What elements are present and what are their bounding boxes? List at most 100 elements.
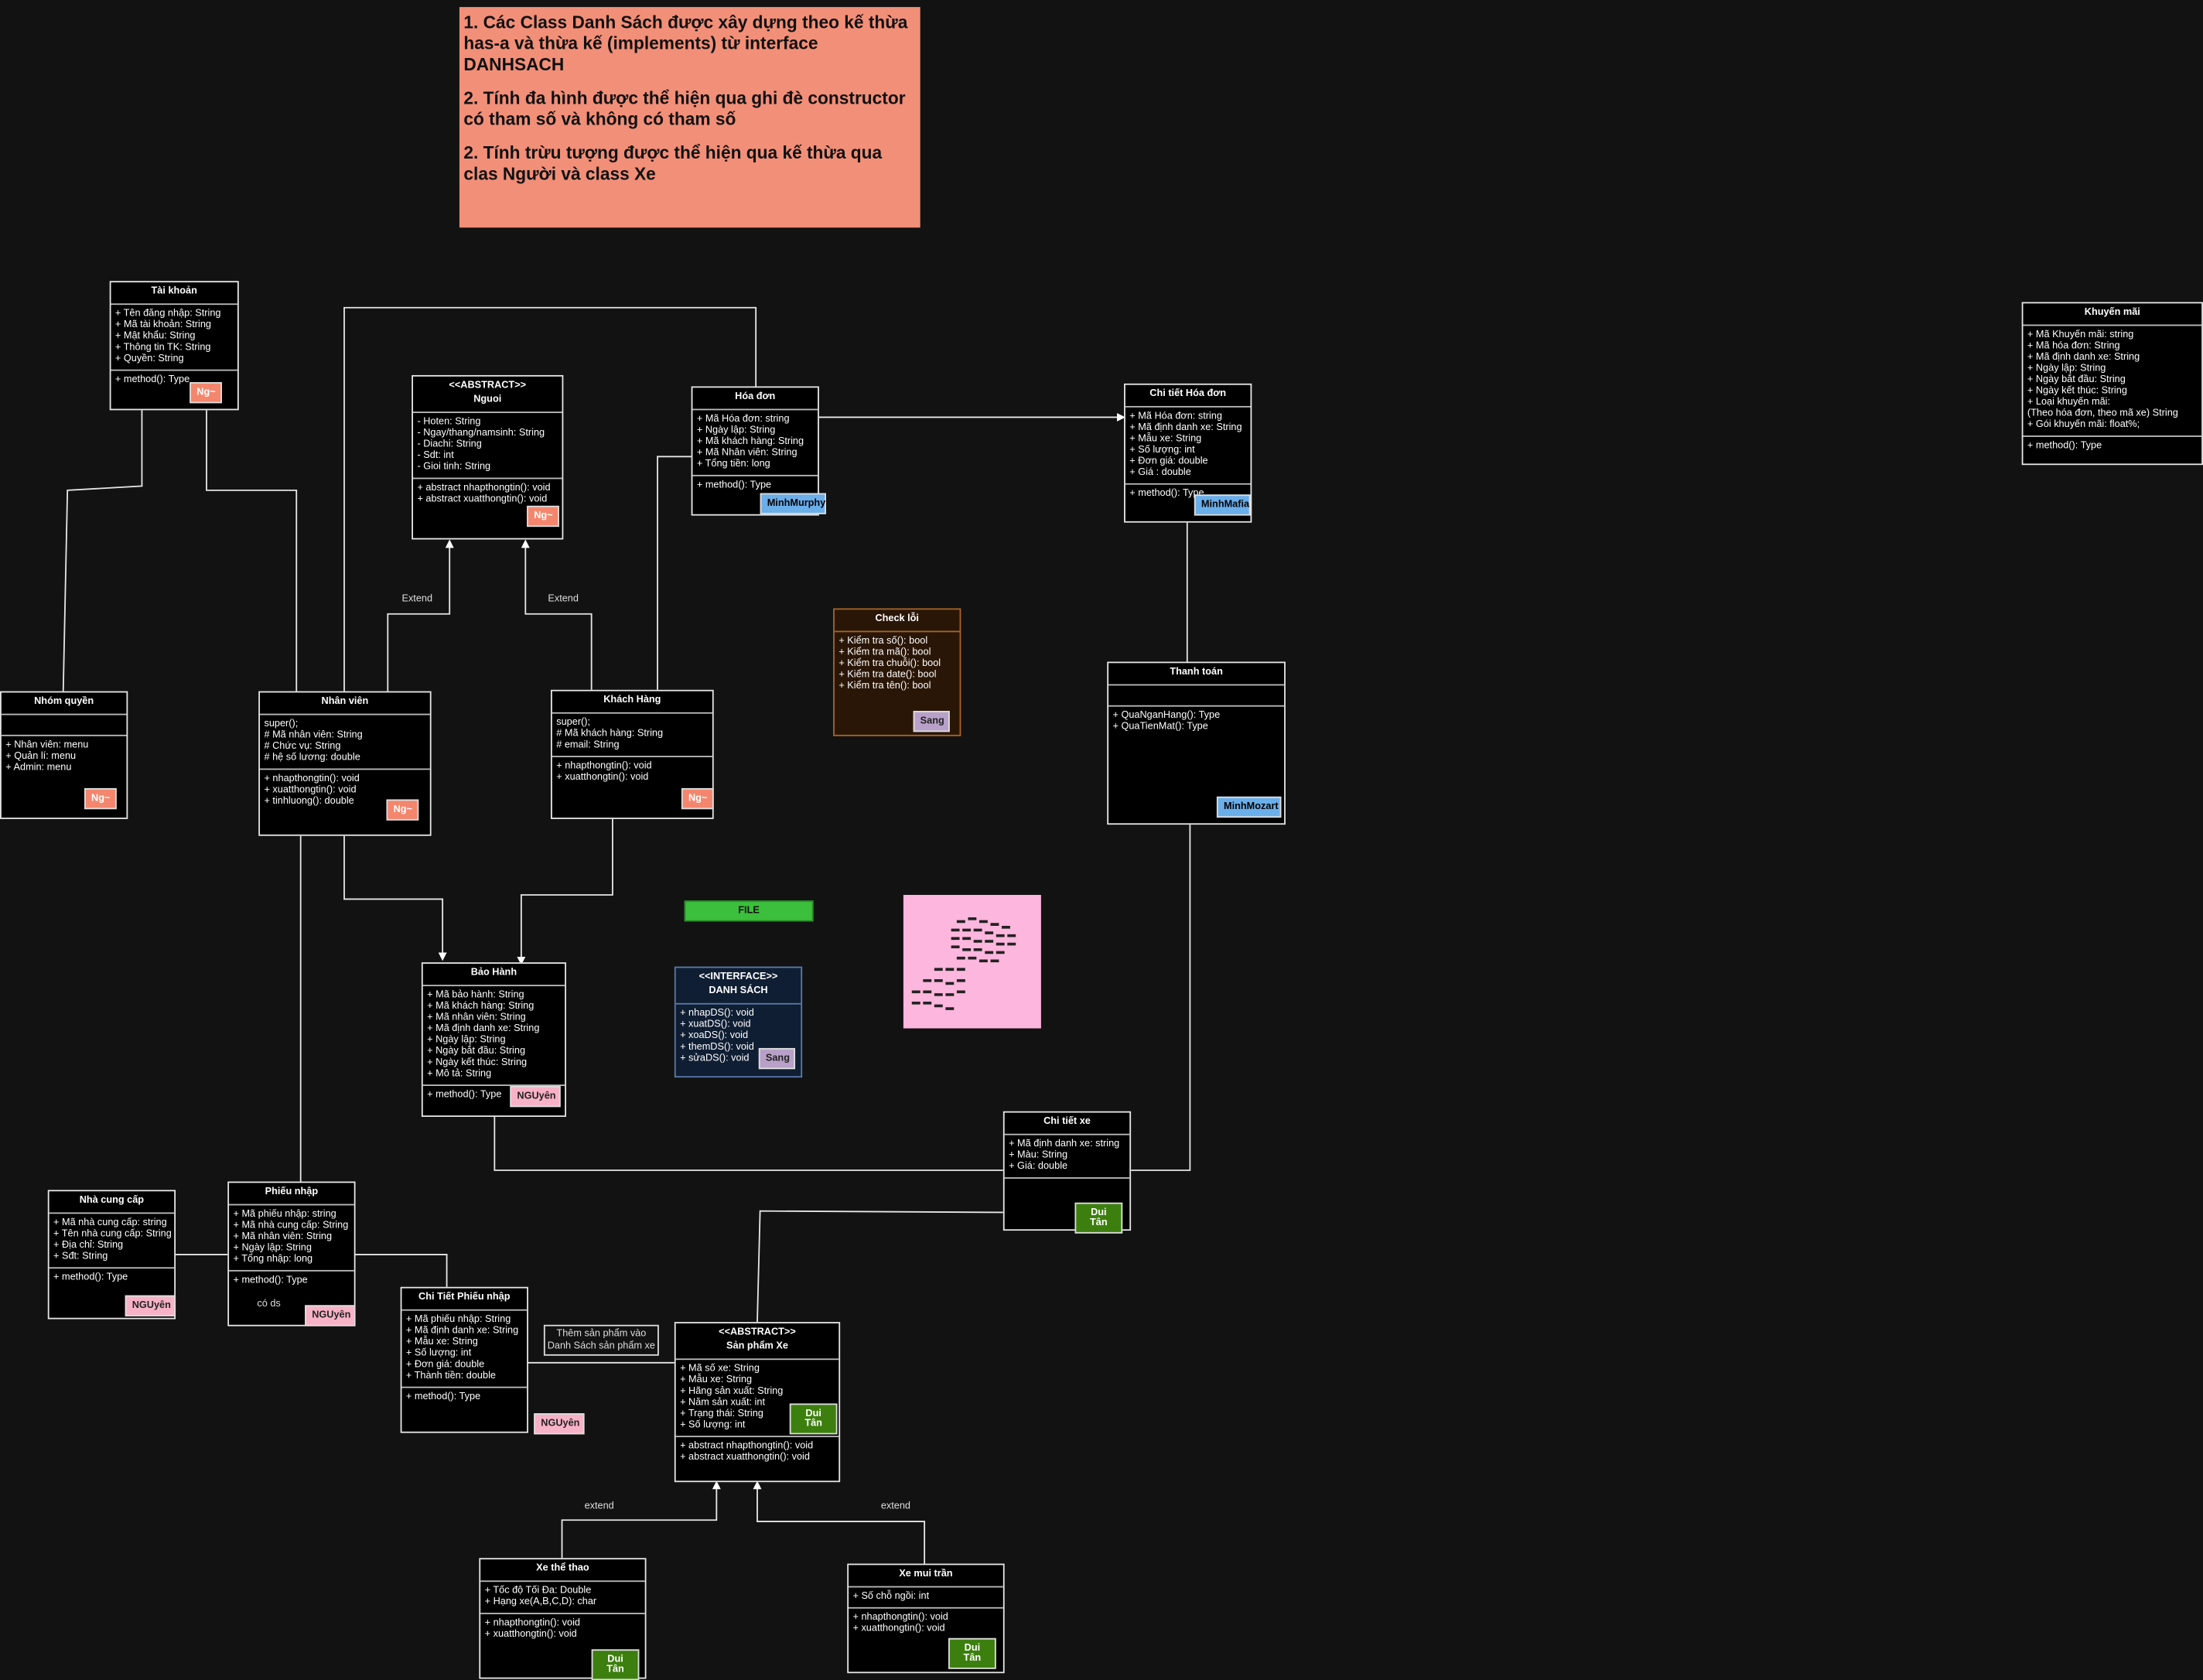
dotted-heart-icon [911,917,1016,1010]
author-tag: Dui Tân [591,1649,640,1680]
class-phieunhap[interactable]: Phiếu nhập + Mã phiếu nhập: string + Mã … [227,1181,356,1327]
extend-label: Extend [548,594,579,605]
heart-dots-image [903,894,1041,1029]
class-title: Xe mui trần [849,1565,1003,1588]
class-methods: + method(): Type [692,474,818,496]
class-title: Chi Tiết Phiếu nhập [401,1289,528,1311]
class-attributes: + Số chỗ ngồi: int [852,1591,930,1602]
extend-label: Extend [401,594,433,605]
class-methods: + QuaNganHang(): Type + QuaTienMat(): Ty… [1108,705,1285,738]
class-title: Check lỗi [834,610,960,633]
class-title: Nhà cung cấp [49,1191,175,1214]
class-methods: + method(): Type [49,1267,175,1288]
author-tag: Ng~ [84,787,117,810]
author-tag: Ng~ [386,799,419,821]
class-attributes: super(); # Mã nhân viên: String # Chức v… [264,719,363,763]
class-attributes: + Mã số xe: String + Mẫu xe: String + Hã… [680,1364,784,1430]
class-title: Chi tiết Hóa đơn [1125,385,1251,408]
file-block[interactable]: FILE [684,900,814,922]
class-methods: + method(): Type [2023,435,2202,456]
class-methods: + method(): Type [401,1386,528,1408]
class-attributes: + Kiểm tra số(): bool + Kiểm tra mã(): b… [839,636,941,691]
author-tag: Dui Tân [789,1403,838,1435]
author-tag: MinhMozart [1216,796,1282,818]
class-attributes: + Tên đăng nhập: String + Mã tài khoản: … [114,309,221,364]
class-methods: + nhapthongtin(): void + xuatthongtin():… [480,1613,645,1645]
class-attributes: + Nhân viên: menu + Quản lí: menu + Admi… [1,734,127,778]
class-sanphamxe[interactable]: <<ABSTRACT>> Sản phẩm Xe + Mã số xe: Stri… [674,1322,841,1483]
class-title: Nhóm quyền [1,692,127,715]
class-methods: + method(): Type [111,369,237,391]
author-tag: MinhMurphy [760,493,826,514]
class-title: Thanh toán [1108,663,1285,686]
extend-label: extend [584,1501,614,1512]
class-methods: + method(): Type [422,1084,565,1105]
class-methods: + method(): Type [229,1269,354,1291]
class-taikhoan[interactable]: Tài khoản + Tên đăng nhập: String + Mã t… [109,281,239,411]
class-attributes: + Mã bảo hành: String + Mã khách hàng: S… [427,990,540,1079]
class-xethethao[interactable]: Xe thể thao + Tốc độ Tối Đa: Double + Hạ… [479,1558,647,1679]
class-name: Nguoi [473,394,502,405]
design-note: 1. Các Class Danh Sách được xây dựng the… [459,7,920,228]
class-methods: + nhapDS(): void + xuatDS(): void + xoaD… [680,1009,754,1064]
author-tag: Ng~ [681,787,714,810]
note-line-1: 1. Các Class Danh Sách được xây dựng the… [463,12,908,75]
class-attributes: + Mã phiếu nhập: string + Mã nhà cung cấ… [233,1209,349,1265]
class-methods: + abstract nhapthongtin(): void + abstra… [412,477,562,510]
author-tag: Ng~ [527,505,559,528]
list-note: có ds [257,1299,281,1310]
stereotype: <<ABSTRACT>> [449,381,527,391]
class-chitietphieunhap[interactable]: Chi Tiết Phiếu nhập + Mã phiếu nhập: Str… [400,1286,528,1433]
class-attributes: super(); # Mã khách hàng: String # email… [556,718,664,750]
class-methods: + abstract nhapthongtin(): void + abstra… [675,1436,839,1468]
class-title: Hóa đơn [692,388,818,411]
author-tag: NGUyên [534,1413,585,1435]
author-tag: Dui Tân [1074,1202,1123,1234]
class-methods: + nhapthongtin(): void + xuatthongtin():… [849,1607,1003,1640]
class-methods [1004,1177,1130,1229]
class-methods: + nhapthongtin(): void + xuatthongtin():… [552,756,712,788]
class-baohanh[interactable]: Bảo Hành + Mã bảo hành: String + Mã khác… [421,962,566,1117]
class-title: <<ABSTRACT>> Sản phẩm Xe [675,1323,839,1361]
author-tag: NGUyên [510,1085,561,1108]
class-title: Xe thể thao [480,1559,645,1583]
class-title: <<INTERFACE>> DANH SÁCH [675,968,801,1005]
class-name: Sản phẩm Xe [726,1341,788,1352]
class-attributes: + Mã định danh xe: string + Màu: String … [1009,1139,1120,1172]
class-attributes: + Mã Khuyến mãi: string + Mã hóa đơn: St… [2027,330,2178,430]
class-nhomquyen[interactable]: Nhóm quyền + Nhân viên: menu + Quản lí: … [0,691,128,819]
class-attributes: - Hoten: String - Ngay/thang/namsinh: St… [417,417,545,473]
author-tag: NGUyên [125,1295,176,1316]
class-attributes: + Tốc độ Tối Đa: Double + Hạng xe(A,B,C,… [484,1586,597,1607]
author-tag: Sang [758,1047,796,1070]
stereotype: <<ABSTRACT>> [719,1327,796,1338]
author-tag: NGUyên [305,1305,356,1327]
class-nhacungcap[interactable]: Nhà cung cấp + Mã nhà cung cấp: string +… [47,1190,176,1320]
stereotype: <<INTERFACE>> [698,971,778,982]
class-attributes: + Mã phiếu nhập: String + Mã định danh x… [405,1315,519,1381]
class-attributes: + Mã nhà cung cấp: string + Tên nhà cung… [53,1217,172,1262]
class-title: Khuyến mãi [2023,303,2202,326]
class-empty-section [2,715,127,734]
author-tag: Dui Tân [948,1637,996,1669]
class-xemuitran[interactable]: Xe mui trần + Số chỗ ngồi: int + nhaptho… [847,1563,1005,1674]
class-empty-section [1108,685,1284,705]
extend-label: extend [880,1501,911,1512]
class-methods: + nhapthongtin(): void + xuatthongtin():… [260,768,430,812]
class-title: <<ABSTRACT>> Nguoi [412,377,562,413]
class-attributes: + Mã Hóa đơn: string + Ngày lập: String … [696,414,804,470]
class-khuyenmai[interactable]: Khuyến mãi + Mã Khuyến mãi: string + Mã … [2021,302,2203,466]
class-title: Bảo Hành [422,964,565,987]
note-line-3: 2. Tính trừu tượng được thể hiện qua kế … [463,143,883,184]
author-tag: Sang [913,711,950,732]
author-tag: Ng~ [190,382,222,404]
note-line-2: 2. Tính đa hình được thể hiện qua ghi đè… [463,88,906,130]
class-title: Chi tiết xe [1004,1113,1130,1135]
class-title: Nhân viên [260,692,430,715]
class-title: Tài khoản [111,282,237,306]
add-product-note: Thêm sản phẩm vào Danh Sách sản phẩm xe [543,1324,659,1356]
author-tag: MinhMafia [1194,494,1251,516]
class-name: DANH SÁCH [709,986,768,996]
class-attributes: + Mã Hóa đơn: string + Mã định danh xe: … [1129,411,1242,478]
